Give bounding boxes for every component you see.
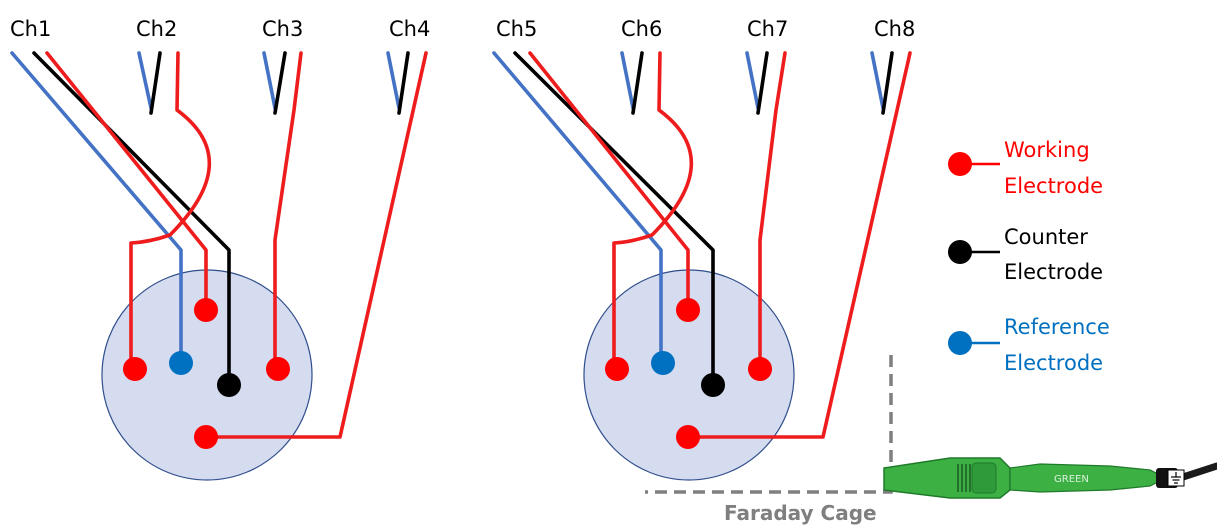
faraday-cage: Faraday Cage (645, 355, 893, 525)
ch2-working-wire (129, 51, 212, 370)
channel-label-3: Ch3 (262, 17, 303, 41)
legend-counter-line2: Electrode (1004, 260, 1103, 284)
faraday-cage-label: Faraday Cage (724, 501, 877, 525)
ch2-reference-wire (137, 51, 153, 110)
ch4-counter-wire (397, 51, 410, 115)
reference-electrode (169, 351, 193, 375)
ground-plug-grip (957, 464, 971, 492)
ch2-counter-wire (149, 51, 162, 115)
channel-label-8: Ch8 (874, 17, 915, 41)
ch8-working-wire (686, 51, 912, 439)
legend-working: Working Electrode (948, 138, 1103, 198)
ch1-working-electrode (194, 298, 218, 322)
faraday-cage-boundary (645, 355, 893, 494)
ch6-reference-wire (620, 51, 635, 110)
ch4-working-wire (204, 51, 428, 439)
ch7-counter-wire (756, 51, 769, 115)
channel-labels: Ch1 Ch2 Ch3 Ch4 Ch5 Ch6 Ch7 Ch8 (10, 17, 915, 41)
legend-working-line2: Electrode (1004, 174, 1103, 198)
ch4-reference-wire (386, 51, 401, 110)
legend-working-dot (948, 152, 972, 176)
ch4-working-electrode (194, 425, 218, 449)
ground-cable: GREEN (883, 457, 1217, 499)
ch3-reference-wire (262, 51, 277, 110)
reference-electrode-2 (651, 351, 675, 375)
legend-counter-dot (948, 240, 972, 264)
ch8-counter-wire (881, 51, 894, 115)
ch5-working-wire (528, 51, 690, 310)
ch5-reference-wire (492, 51, 663, 362)
ch7-reference-wire (745, 51, 760, 110)
ch2-working-electrode (123, 357, 147, 381)
counter-electrode-2 (701, 373, 725, 397)
legend-reference-line1: Reference (1004, 315, 1110, 339)
legend-counter: Counter Electrode (948, 225, 1103, 284)
ch3-counter-wire (273, 51, 287, 115)
ch1-reference-wire (10, 51, 183, 362)
legend-working-line1: Working (1004, 138, 1090, 162)
ch3-working-wire (273, 51, 303, 370)
channel-label-7: Ch7 (747, 17, 788, 41)
legend: Working Electrode Counter Electrode Refe… (948, 138, 1110, 375)
channel-label-2: Ch2 (136, 17, 177, 41)
ch5-working-electrode (676, 298, 700, 322)
legend-reference-dot (948, 331, 972, 355)
channel-label-5: Ch5 (496, 17, 537, 41)
ch1-working-wire (45, 51, 208, 310)
legend-reference: Reference Electrode (948, 315, 1110, 375)
legend-reference-line2: Electrode (1004, 351, 1103, 375)
ground-cable-label: GREEN (1054, 474, 1089, 485)
ch6-counter-wire (631, 51, 644, 115)
ch6-working-wire (612, 51, 694, 370)
ch8-reference-wire (870, 51, 885, 110)
cell-group-2 (492, 51, 912, 481)
ch8-working-electrode (676, 425, 700, 449)
ch6-working-electrode (605, 357, 629, 381)
ch3-working-electrode (266, 357, 290, 381)
channel-label-6: Ch6 (621, 17, 662, 41)
ch7-working-wire (758, 51, 787, 370)
legend-counter-line1: Counter (1004, 225, 1088, 249)
ch7-working-electrode (748, 357, 772, 381)
counter-electrode (217, 373, 241, 397)
ground-symbol-icon (1167, 469, 1185, 487)
cell-group-1 (10, 51, 428, 481)
channel-label-4: Ch4 (389, 17, 430, 41)
channel-label-1: Ch1 (10, 17, 51, 41)
